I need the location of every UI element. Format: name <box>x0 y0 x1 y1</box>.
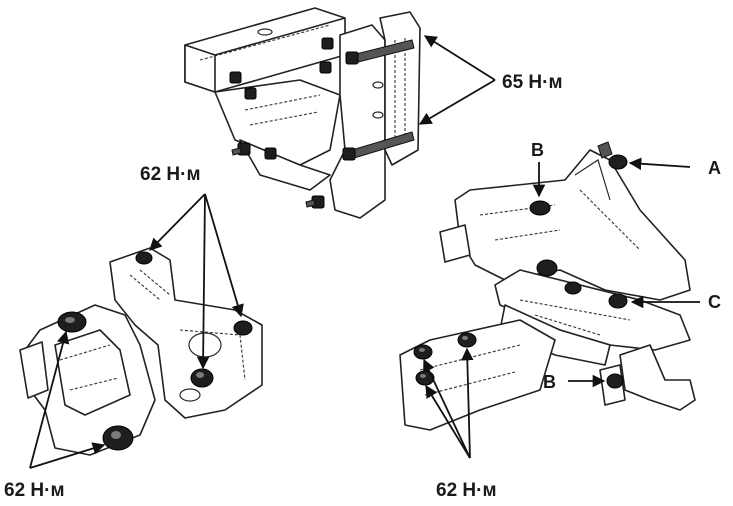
leader-lines <box>29 35 700 469</box>
letter-label-b-bottom: B <box>543 372 556 392</box>
torque-label-62-left-bottom: 62 Н·м <box>4 480 65 501</box>
right-crossmember-assembly <box>399 141 696 431</box>
left-mount-assembly <box>19 247 263 456</box>
letter-label-a: A <box>708 158 721 178</box>
torque-label-65: 65 Н·м <box>502 72 563 93</box>
letter-label-b-top: B <box>531 140 544 160</box>
torque-label-62-right-bottom: 62 Н·м <box>436 480 497 501</box>
top-mount-bracket <box>184 7 421 219</box>
torque-label-62-left-top: 62 Н·м <box>140 164 201 185</box>
letter-label-c: C <box>708 292 721 312</box>
